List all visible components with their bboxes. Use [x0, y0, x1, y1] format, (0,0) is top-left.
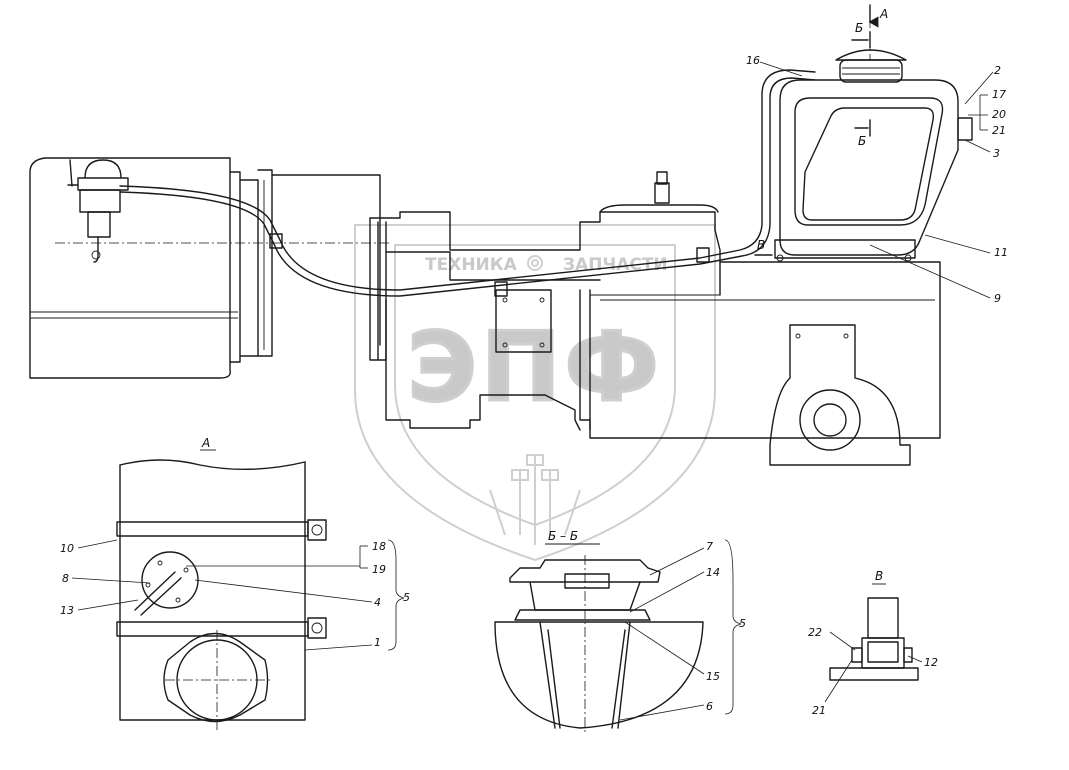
callout-22: 22: [808, 626, 822, 639]
view-bb-title: Б – Б: [548, 529, 578, 543]
gear-icon: [527, 255, 543, 271]
marker-b-mid: Б: [858, 134, 866, 148]
view-bb: Б – Б: [494, 529, 704, 735]
callout-19: 19: [372, 563, 386, 576]
callout-6: 6: [706, 700, 713, 713]
callout-21-top: 21: [992, 124, 1006, 137]
shield-icon: [354, 224, 716, 562]
watermark-logo: ЭПФ: [407, 313, 662, 423]
callout-20: 20: [992, 108, 1006, 121]
watermark-brand-right: ЗАПЧАСТИ: [563, 255, 668, 275]
callout-17: 17: [992, 88, 1006, 101]
callout-13: 13: [60, 604, 74, 617]
callout-14: 14: [706, 566, 720, 579]
left-tank: [29, 157, 231, 379]
callout-10: 10: [60, 542, 74, 555]
callout-12: 12: [924, 656, 938, 669]
callout-2: 2: [994, 64, 1001, 77]
section-markers: А Б Б В: [754, 4, 888, 256]
watermark-brand-left: ТЕХНИКА: [425, 255, 518, 275]
callout-5-right: 5: [739, 617, 746, 630]
callout-21-bottom: 21: [812, 704, 826, 717]
upper-reservoir: [779, 79, 959, 256]
main-assembly: [29, 18, 973, 466]
watermark: ТЕХНИКА ЗАПЧАСТИ ЭПФ: [354, 224, 716, 562]
wheat-ear-icon: [489, 454, 581, 545]
callout-labels: 16 2 17 20 21 3 11 9 10 8 13 18 19 4 5 1…: [60, 54, 1008, 717]
marker-a: А: [879, 7, 888, 21]
marker-b-top: Б: [855, 21, 863, 35]
callout-5-left: 5: [403, 591, 410, 604]
callout-4: 4: [374, 596, 381, 609]
callout-9: 9: [994, 292, 1001, 305]
marker-v: В: [757, 238, 765, 252]
callout-3: 3: [993, 147, 1000, 160]
leader-lines: [71, 61, 994, 721]
view-v-title: В: [875, 569, 883, 583]
callout-8: 8: [62, 572, 69, 585]
callout-16: 16: [746, 54, 760, 67]
callout-7: 7: [706, 540, 713, 553]
callout-1: 1: [374, 636, 381, 649]
callout-11: 11: [994, 246, 1008, 259]
callout-15: 15: [706, 670, 720, 683]
view-a-title: А: [201, 436, 210, 450]
view-v: В: [829, 569, 919, 681]
callout-18: 18: [372, 540, 386, 553]
